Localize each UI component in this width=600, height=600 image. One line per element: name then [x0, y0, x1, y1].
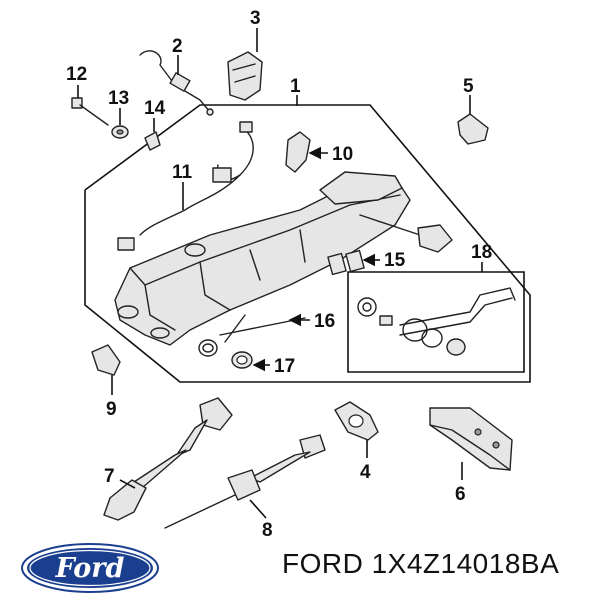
callout-2: 2	[172, 36, 183, 57]
callout-13: 13	[108, 88, 129, 109]
part-13	[111, 125, 129, 139]
part-2	[139, 50, 214, 116]
callout-8-leader	[249, 499, 267, 519]
ford-logo-oval	[27, 548, 153, 588]
part-8	[164, 434, 326, 529]
part-5	[457, 113, 489, 145]
part-number-label: FORD 1X4Z14018BA	[282, 548, 560, 579]
part-9	[91, 344, 121, 376]
callout-17: 17	[274, 356, 295, 377]
subassembly-box-18	[347, 271, 525, 373]
callout-7-leader	[119, 479, 136, 489]
part-10	[285, 131, 311, 173]
callout-4: 4	[360, 462, 371, 483]
callout-12: 12	[66, 64, 87, 85]
ford-logo-text: Ford	[55, 553, 125, 584]
part-4	[334, 401, 379, 441]
callout-3: 3	[250, 8, 261, 29]
callout-16: 16	[314, 311, 335, 332]
callout-14: 14	[144, 98, 166, 119]
callout-5: 5	[463, 76, 474, 97]
part-7	[103, 397, 233, 521]
part-14	[144, 131, 161, 151]
part-18-linkage	[357, 287, 516, 356]
assembly-boundary	[84, 104, 531, 383]
wiring-harness-11	[117, 121, 254, 251]
callout-8: 8	[262, 520, 273, 541]
callout-1: 1	[290, 76, 301, 97]
part-16	[198, 314, 306, 357]
part-6	[429, 407, 513, 471]
part-12	[71, 97, 109, 126]
part-3	[227, 51, 263, 101]
part-17	[231, 351, 253, 369]
ford-logo: Ford	[21, 543, 159, 593]
callout-9: 9	[106, 399, 117, 420]
callout-18: 18	[471, 242, 492, 263]
part-15	[327, 249, 365, 276]
callout-7: 7	[104, 466, 115, 487]
callout-10: 10	[332, 144, 353, 165]
callout-11: 11	[172, 162, 193, 183]
callout-6: 6	[455, 484, 466, 505]
callout-15: 15	[384, 250, 406, 271]
steering-column-body	[114, 171, 453, 346]
